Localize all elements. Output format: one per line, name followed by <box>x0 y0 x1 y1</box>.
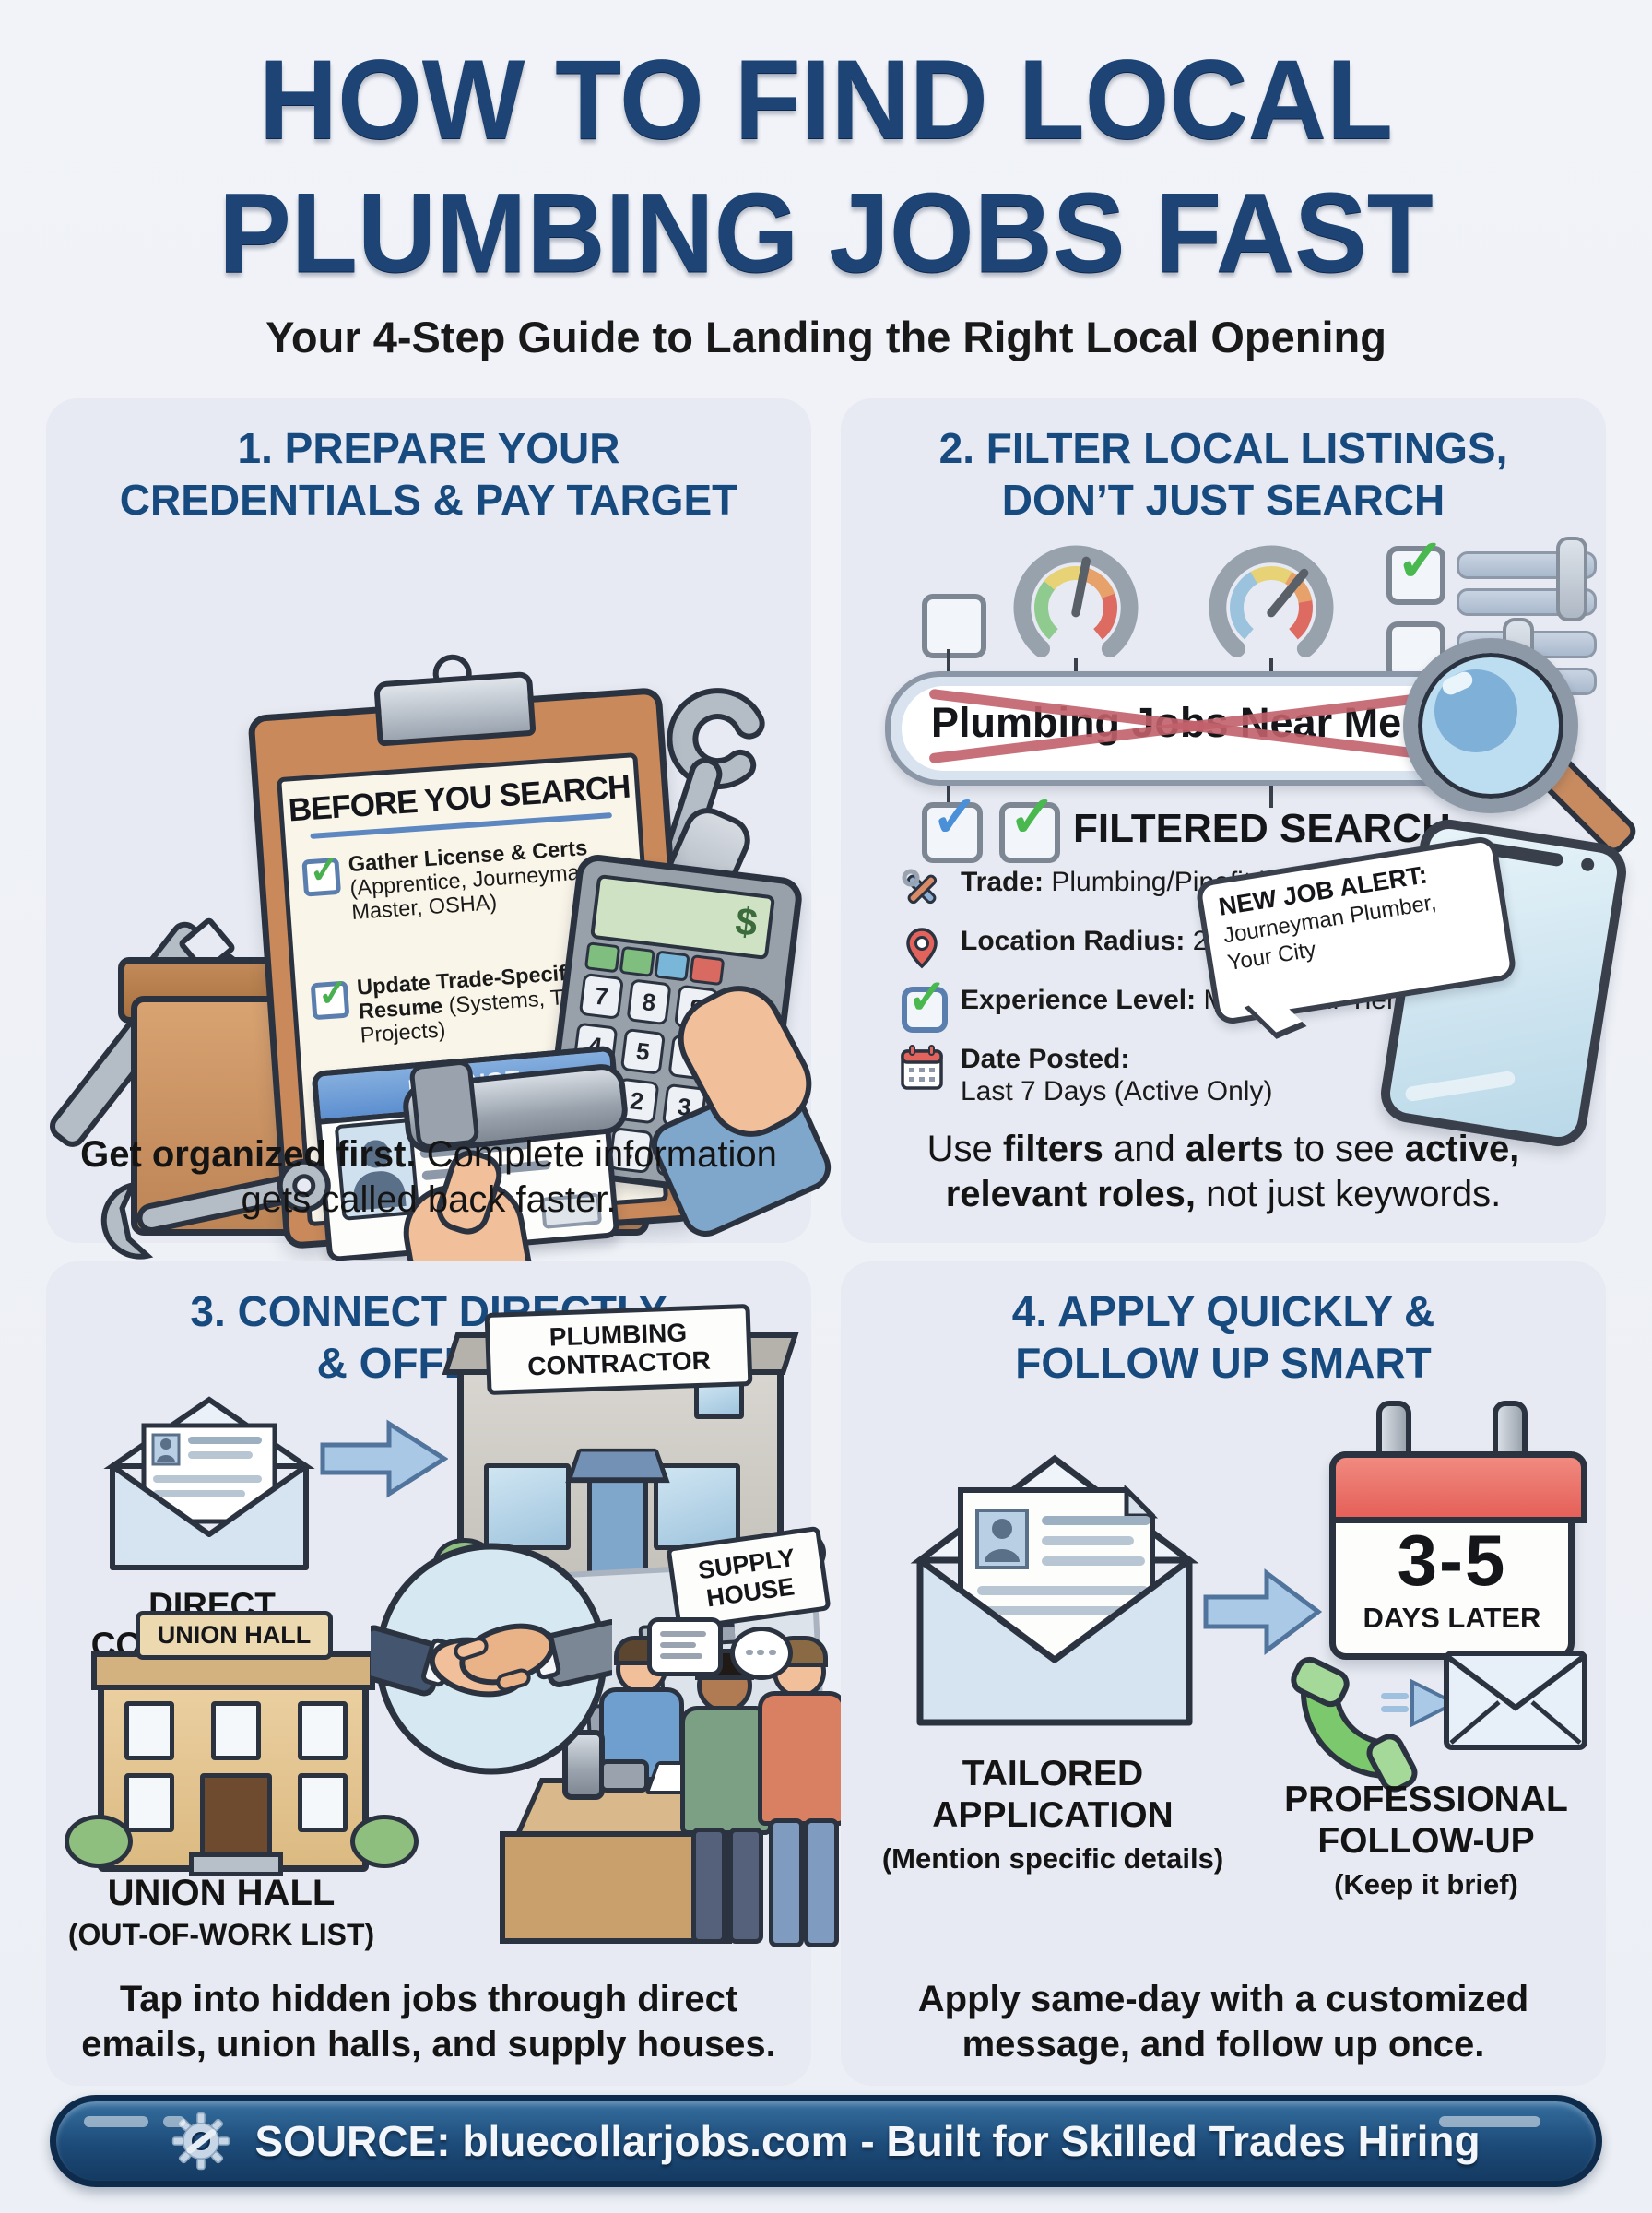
page-subtitle: Your 4-Step Guide to Landing the Right L… <box>266 313 1386 361</box>
union-hall-label: UNION HALL (OUT-OF-WORK LIST) <box>67 1873 375 1951</box>
filter-row-date: Date Posted:Last 7 Days (Active Only) <box>900 1044 1272 1107</box>
arrow-right-icon <box>1202 1566 1323 1663</box>
speech-bubble-icon <box>730 1627 793 1680</box>
speech-bubble-icon <box>647 1617 723 1676</box>
step2-illustration: ✓ Plumbing Jobs Near Me <box>841 398 1642 1243</box>
checkbox-checked-icon: ✓ <box>900 974 948 1033</box>
contractor-sign: PLUMBING CONTRACTOR <box>484 1304 753 1395</box>
application-envelope-icon <box>907 1442 1202 1742</box>
calendar-icon <box>900 1044 944 1090</box>
gear-wrench-icon <box>171 2112 230 2171</box>
calendar-days: 3-5 <box>1397 1520 1507 1601</box>
location-pin-icon <box>900 926 944 970</box>
page-title-line2: PLUMBING JOBS FAST <box>218 170 1434 297</box>
union-hall-sign: UNION HALL <box>136 1611 333 1660</box>
panel-step2: 2. FILTER LOCAL LISTINGS, DON’T JUST SEA… <box>841 398 1642 1243</box>
handshake-icon <box>353 1538 631 1784</box>
checkbox-checked-icon: ✓ <box>922 789 983 863</box>
gauge-icon <box>1007 538 1145 677</box>
panel-step4: 4. APPLY QUICKLY & FOLLOW UP SMART <box>841 1261 1606 2086</box>
step2-heading: 2. FILTER LOCAL LISTINGS, DON’T JUST SEA… <box>938 424 1508 525</box>
step1-heading: 1. PREPARE YOUR CREDENTIALS & PAY TARGET <box>119 424 738 525</box>
checkbox-checked-icon: ✓ <box>1386 531 1446 605</box>
phone-handset-icon <box>1281 1656 1420 1799</box>
tailored-application-label: TAILORED APPLICATION (Mention specific d… <box>881 1754 1224 1875</box>
filtered-search-label: FILTERED SEARCH <box>1073 806 1451 851</box>
arrow-right-icon <box>1379 1675 1459 1736</box>
page-title-line1: HOW TO FIND LOCAL <box>258 36 1394 163</box>
magnifier-icon <box>1394 629 1642 859</box>
email-icon <box>103 1391 315 1580</box>
arrow-right-icon <box>319 1416 449 1506</box>
step3-caption: Tap into hidden jobs through direct emai… <box>81 1979 776 2065</box>
checkbox-icon: ✓ <box>310 973 350 1021</box>
step2-caption: Use filters and alerts to see active, re… <box>926 1129 1520 1215</box>
step1-caption: Get organized first. Complete informatio… <box>80 1134 777 1221</box>
step3-illustration: PLUMBING CONTRACTOR DIRECT CONTRACTOR EM… <box>46 1261 846 2086</box>
wrench-icon <box>63 1108 362 1301</box>
page-title: HOW TO FIND LOCAL PLUMBING JOBS FAST <box>0 33 1652 301</box>
clipboard-clip <box>373 670 537 747</box>
checkbox-checked-icon: ✓ <box>999 789 1060 863</box>
step1-illustration: BEFORE YOU SEARCH ✓ Gather License & Cer… <box>43 537 839 1378</box>
calendar-icon: 3-5 DAYS LATER <box>1329 1401 1587 1660</box>
panel-step1: 1. PREPARE YOUR CREDENTIALS & PAY TARGET <box>43 398 839 1378</box>
step4-caption: Apply same-day with a customized message… <box>917 1979 1529 2065</box>
source-bar: SOURCE: bluecollarjobs.com - Built for S… <box>50 2095 1602 2187</box>
union-hall-building: UNION HALL <box>91 1611 375 1876</box>
followup-envelope-icon <box>1442 1649 1589 1757</box>
step4-illustration: 3-5 DAYS LATER <box>841 1261 1606 2086</box>
clipboard-title: BEFORE YOU SEARCH <box>287 768 631 829</box>
calendar-days-label: DAYS LATER <box>1363 1602 1541 1634</box>
slider-knob <box>1556 537 1587 621</box>
source-text: SOURCE: bluecollarjobs.com - Built for S… <box>254 2117 1481 2165</box>
tools-icon <box>900 867 944 911</box>
step4-heading: 4. APPLY QUICKLY & FOLLOW UP SMART <box>1011 1287 1435 1388</box>
professional-followup-label: PROFESSIONAL FOLLOW-UP (Keep it brief) <box>1284 1780 1568 1900</box>
gauge-icon <box>1202 538 1340 677</box>
checkbox-icon: ✓ <box>301 849 341 897</box>
checkbox-icon <box>922 594 986 658</box>
panel-step3: 3. CONNECT DIRECTLY & OFFLINE <box>46 1261 846 2086</box>
